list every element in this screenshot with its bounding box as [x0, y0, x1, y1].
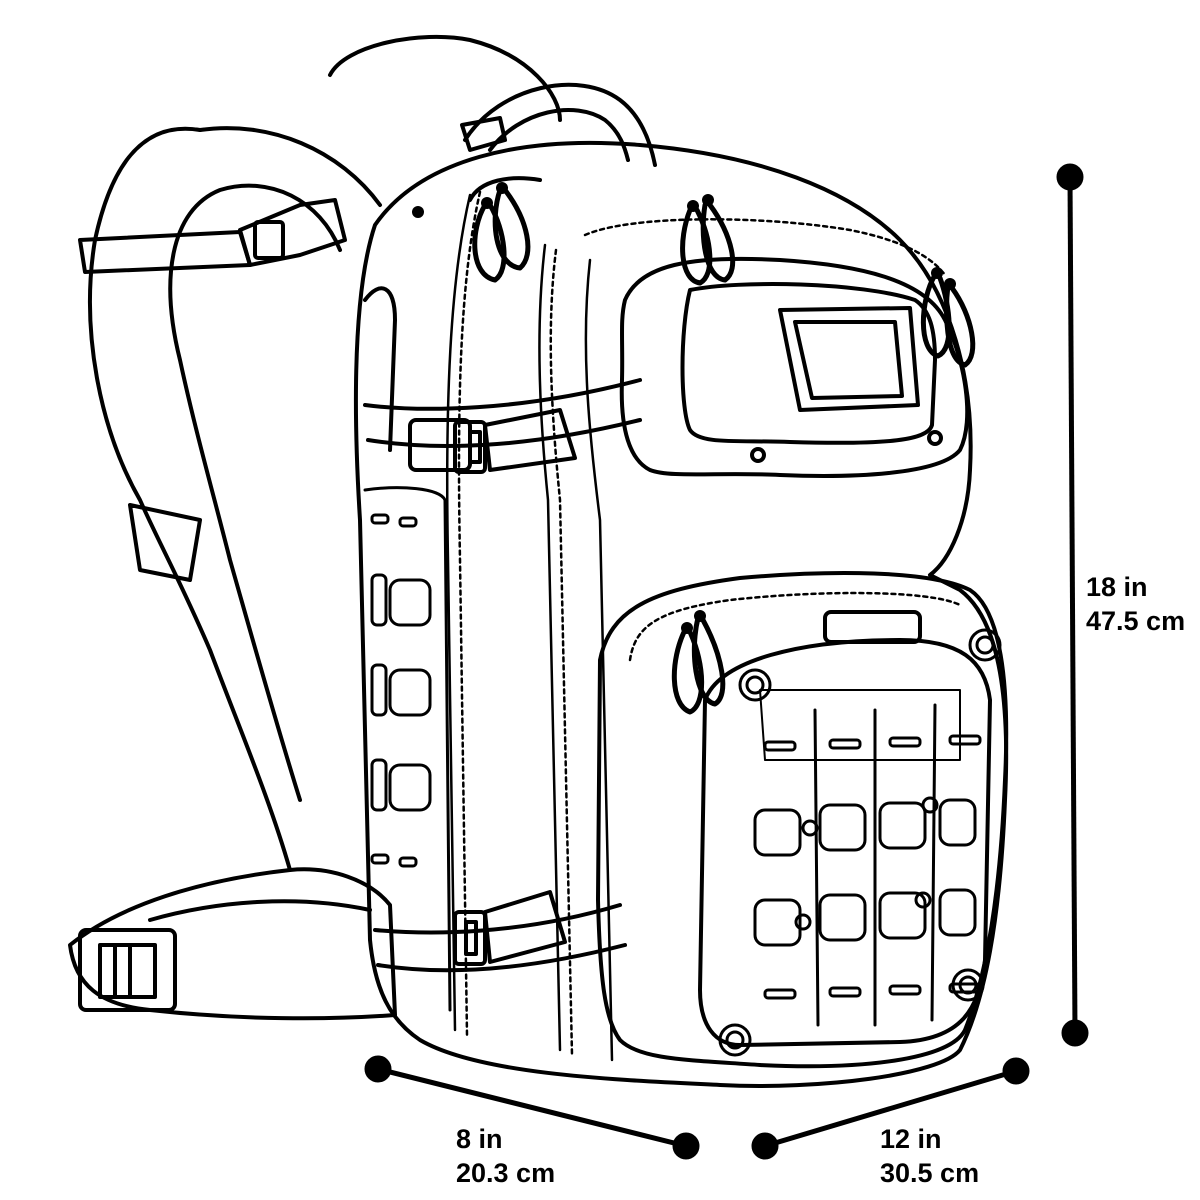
height-imperial: 18 in [1086, 572, 1148, 602]
depth-imperial: 8 in [456, 1124, 503, 1154]
depth-endpoint-left [364, 1055, 392, 1083]
width-dimension-label: 12 in 30.5 cm [880, 1122, 979, 1190]
upper-front-pocket [583, 218, 970, 478]
lower-front-pocket [596, 571, 1009, 1069]
height-dimension-line [1067, 176, 1078, 1034]
zipper-seams [445, 190, 614, 1062]
width-metric: 30.5 cm [880, 1158, 980, 1188]
width-endpoint-left [751, 1132, 779, 1160]
depth-dimension-label: 8 in 20.3 cm [456, 1122, 555, 1190]
front-molle-grid [753, 703, 982, 1027]
grommets [718, 628, 1002, 1057]
compression-strap-upper [363, 378, 642, 474]
height-endpoint-bottom [1061, 1019, 1089, 1047]
zipper-pulls [472, 187, 976, 715]
side-molle-panel [363, 486, 452, 1012]
dimension-lines [364, 163, 1089, 1160]
shoulder-strap [78, 34, 562, 872]
top-handle [460, 82, 657, 167]
height-endpoint-top [1056, 163, 1084, 191]
height-metric: 47.5 cm [1086, 606, 1186, 636]
width-imperial: 12 in [880, 1124, 942, 1154]
hip-belt [68, 867, 397, 1021]
depth-endpoint-right [672, 1132, 700, 1160]
depth-dimension-line [377, 1066, 687, 1149]
width-dimension-line [764, 1068, 1017, 1149]
compression-strap-lower [373, 890, 627, 973]
width-endpoint-right [1002, 1057, 1030, 1085]
height-dimension-label: 18 in 47.5 cm [1086, 570, 1185, 638]
depth-metric: 20.3 cm [456, 1158, 556, 1188]
zipper-pull-heads [412, 182, 956, 634]
